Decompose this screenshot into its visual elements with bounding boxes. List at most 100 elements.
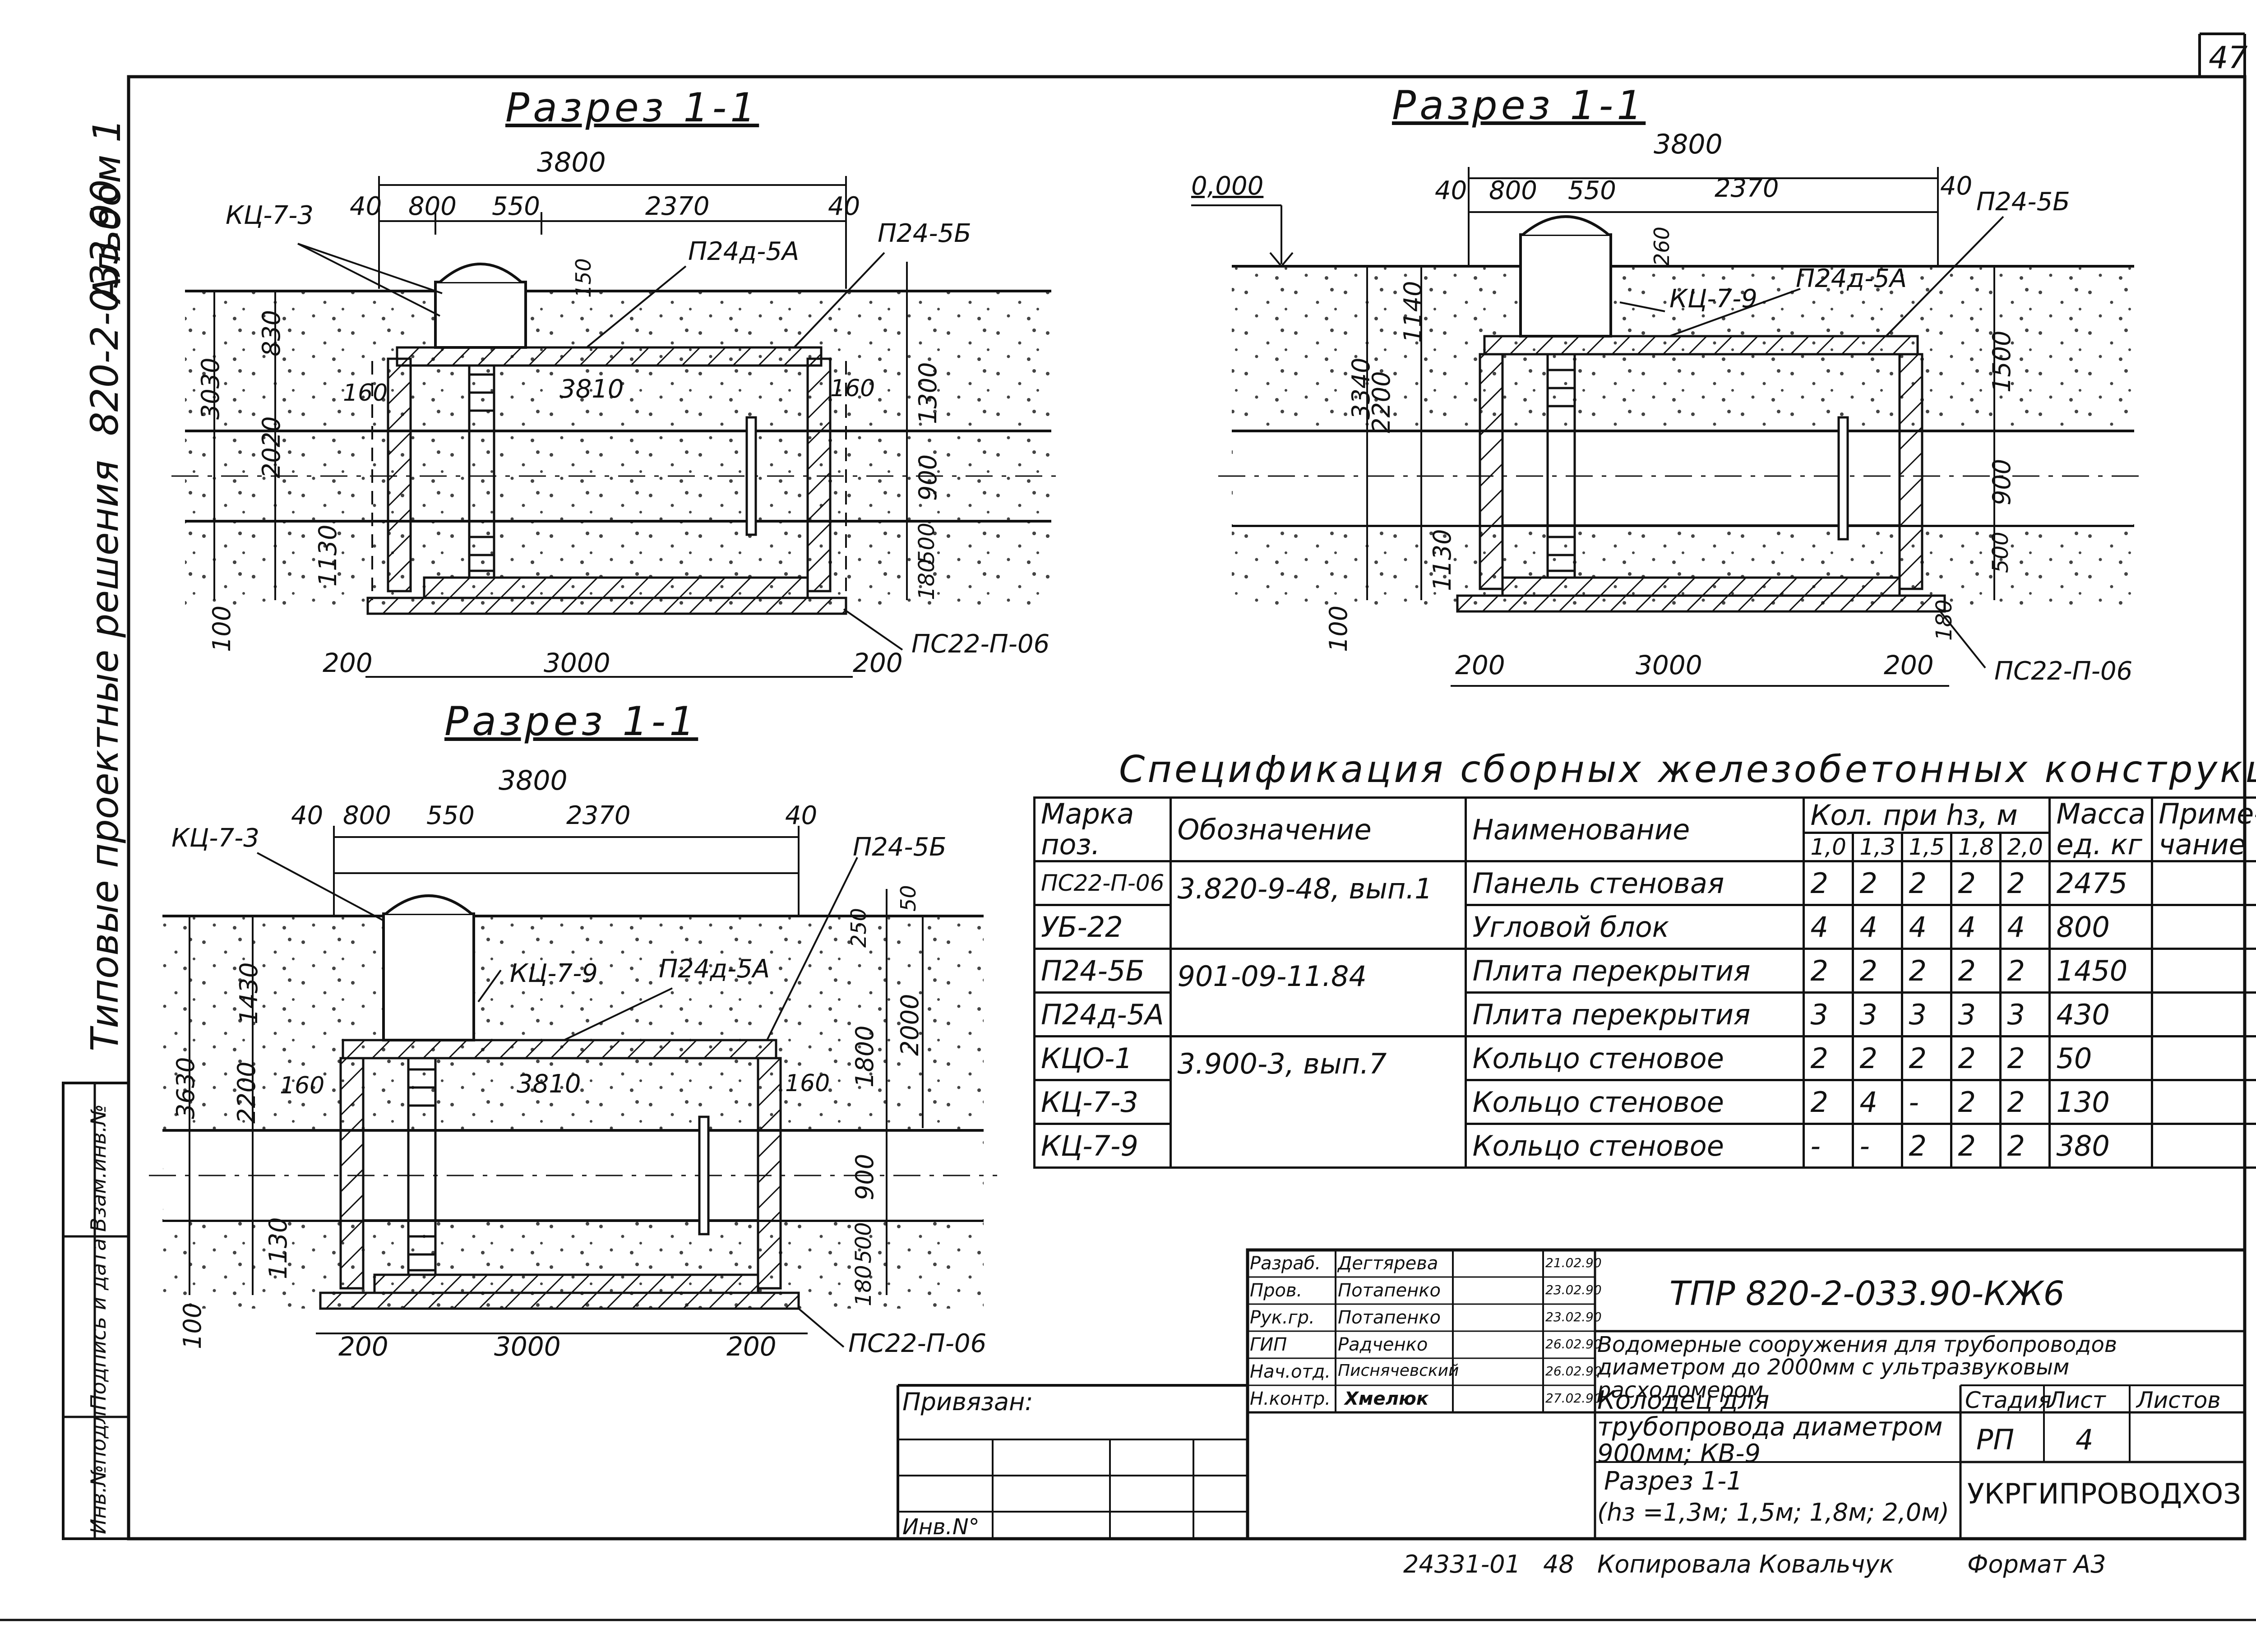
spec-cell-mass: 430 xyxy=(2048,991,2154,1038)
tb-person: Потапенко xyxy=(1338,1307,1441,1328)
spec-cell-qty: 4 xyxy=(1852,1079,1904,1125)
section-2-drawing xyxy=(1191,167,2148,687)
tb-date: 23.02.90 xyxy=(1545,1282,1602,1297)
s3-dim-left: 2200 xyxy=(232,1061,261,1124)
s2-label: КЦ-7-9 xyxy=(1669,284,1757,314)
s3-dim-left: 3630 xyxy=(171,1057,200,1119)
spec-cell-qty: 3 xyxy=(1950,991,2002,1038)
s2-level: 0,000 xyxy=(1191,171,1264,201)
spec-cell-qty: 2 xyxy=(1901,948,1953,994)
spec-cell-qty: 4 xyxy=(1852,904,1904,950)
spec-header-mass: Масса ед. кг xyxy=(2048,796,2154,863)
s3-dim-inner: 160 xyxy=(785,1070,830,1097)
spec-cell-mark: П24д-5А xyxy=(1033,991,1172,1038)
section-1-drawing xyxy=(171,176,1065,678)
spec-cell-designation: 3.820-9-48, вып.1 xyxy=(1170,860,1467,950)
tb-person: Дегтярева xyxy=(1338,1253,1438,1274)
tb-project: Водомерные сооружения для трубопроводов … xyxy=(1597,1332,2117,1403)
tb-role: Рук.гр. xyxy=(1250,1307,1315,1328)
spec-cell-name: Плита перекрытия xyxy=(1465,948,1805,994)
tb-person: Радченко xyxy=(1338,1334,1428,1355)
spec-cell-name: Кольцо стеновое xyxy=(1465,1123,1805,1169)
s3-dim-left: 1130 xyxy=(264,1217,292,1279)
spec-cell-mark: КЦО-1 xyxy=(1033,1035,1172,1082)
spec-table: Марка поз. Обозначение Наименование Кол.… xyxy=(1033,796,2256,1169)
s3-dim-right: 2000 xyxy=(896,994,924,1056)
spec-cell-name: Панель стеновая xyxy=(1465,860,1805,907)
s3-dim-bottom: 200 xyxy=(726,1331,777,1362)
s3-dim: 550 xyxy=(426,801,475,830)
spec-header-designation: Обозначение xyxy=(1170,796,1467,863)
tb-inv: Инв.N° xyxy=(902,1514,980,1540)
spec-cell-qty: 3 xyxy=(1999,991,2051,1038)
spec-cell-qty: 4 xyxy=(1999,904,2051,950)
s3-dim-right: 180 xyxy=(851,1265,876,1306)
spec-cell-name: Кольцо стеновое xyxy=(1465,1035,1805,1082)
s3-dim: 2370 xyxy=(566,801,631,830)
spec-cell-qty: 2 xyxy=(1803,860,1854,907)
s2-dim-left: 2200 xyxy=(1367,371,1396,433)
spec-qty-col: 1,0 xyxy=(1803,832,1854,863)
spec-cell-mass: 130 xyxy=(2048,1079,2154,1125)
album-label: Альбом 1 xyxy=(85,118,129,302)
tb-person: Потапенко xyxy=(1338,1280,1441,1301)
spec-cell-note xyxy=(2151,1123,2256,1169)
s2-dim-left: 100 xyxy=(1324,605,1353,652)
spec-cell-note xyxy=(2151,991,2256,1038)
tb-role: Разраб. xyxy=(1250,1253,1321,1274)
stamp-replace-inv: Взам.инв.№ xyxy=(86,1104,111,1232)
s1-dim-right: 150 xyxy=(571,258,596,298)
s2-dim-right: 1500 xyxy=(1988,330,2016,393)
s1-dim: 40 xyxy=(350,192,382,221)
table-row: УБ-22 Угловой блок 4 4 4 4 4 800 xyxy=(1033,904,2256,950)
tb-role: ГИП xyxy=(1250,1334,1287,1355)
tb-person: Хмелюк xyxy=(1345,1388,1428,1409)
spec-cell-qty: 4 xyxy=(1950,904,2002,950)
tb-object: Колодец для трубопровода диаметром 900мм… xyxy=(1597,1386,1943,1468)
spec-cell-qty: 2 xyxy=(1999,1079,2051,1125)
spec-cell-note xyxy=(2151,1035,2256,1082)
s2-dim-right: 180 xyxy=(1932,599,1957,641)
sheet-number: 47 xyxy=(2209,40,2248,76)
table-row: П24-5Б 901-09-11.84 Плита перекрытия 2 2… xyxy=(1033,948,2256,1038)
spec-cell-qty: 2 xyxy=(1999,948,2051,994)
spec-qty-col: 1,5 xyxy=(1901,832,1953,863)
s2-dim-bottom: 200 xyxy=(1884,650,1934,680)
spec-cell-designation: 3.900-3, вып.7 xyxy=(1170,1035,1467,1169)
spec-cell-qty: 2 xyxy=(1999,1123,2051,1169)
spec-header-qty: Кол. при hз, м xyxy=(1803,796,2051,834)
spec-cell-mass: 380 xyxy=(2048,1123,2154,1169)
s1-dim: 2370 xyxy=(645,192,710,221)
s3-dim: 40 xyxy=(785,801,818,830)
s3-dim-left: 100 xyxy=(178,1302,207,1349)
table-row: П24д-5А Плита перекрытия 3 3 3 3 3 430 xyxy=(1033,991,2256,1038)
s3-dim-inner: 3810 xyxy=(517,1069,581,1099)
spec-cell-mass: 1450 xyxy=(2048,948,2154,994)
s2-label: ПС22-П-06 xyxy=(1994,657,2133,686)
s1-dim: 800 xyxy=(408,192,457,221)
footer-copy-no: 24331-01 xyxy=(1403,1550,1521,1578)
section-2-title: Разрез 1-1 xyxy=(1392,82,1646,129)
s1-dim: 40 xyxy=(828,192,860,221)
s1-dim: 550 xyxy=(492,192,540,221)
stamp-inv: Инв.№подл. xyxy=(86,1404,111,1534)
s3-dim: 40 xyxy=(291,801,324,830)
section-3-drawing xyxy=(149,826,997,1348)
tb-date: 21.02.90 xyxy=(1545,1255,1602,1270)
spec-cell-mark: КЦ-7-3 xyxy=(1033,1079,1172,1125)
tb-role: Нач.отд. xyxy=(1250,1361,1331,1382)
s3-label: П24д-5А xyxy=(659,954,770,984)
s1-label: ПС22-П-06 xyxy=(911,629,1050,659)
tb-stage: РП xyxy=(1976,1423,2015,1456)
spec-cell-note xyxy=(2151,904,2256,950)
footer-page: 48 xyxy=(1543,1550,1574,1578)
s2-dim-bottom: 3000 xyxy=(1636,650,1702,680)
table-row: КЦ-7-3 Кольцо стеновое 2 4 - 2 2 130 xyxy=(1033,1079,2256,1125)
s1-dim-right: 900 xyxy=(914,454,942,501)
tb-bound: Привязан: xyxy=(902,1388,1033,1416)
footer-format: Формат А3 xyxy=(1967,1550,2106,1578)
spec-cell-mass: 50 xyxy=(2048,1035,2154,1082)
spec-cell-name: Угловой блок xyxy=(1465,904,1805,950)
spec-header-mark: Марка поз. xyxy=(1033,796,1172,863)
